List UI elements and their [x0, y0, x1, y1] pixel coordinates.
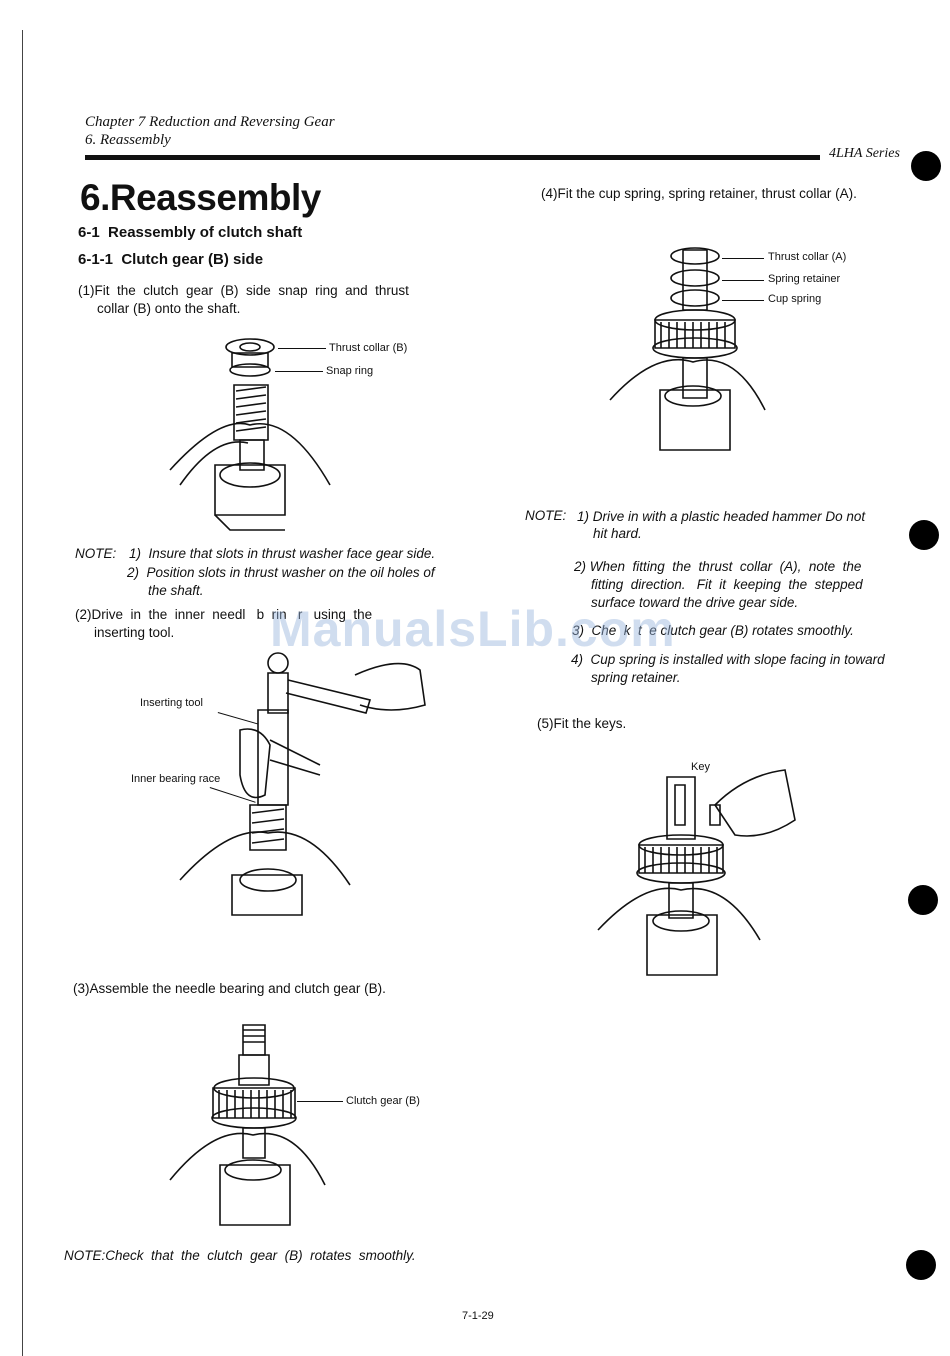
label-thrust-collar-b: Thrust collar (B) — [329, 342, 408, 354]
note-1-prefix: NOTE: — [75, 546, 117, 561]
label-clutch-gear-b: Clutch gear (B) — [346, 1095, 420, 1107]
leader-snap-ring — [275, 371, 323, 372]
page-number: 7-1-29 — [462, 1310, 494, 1322]
step-2-line1: (2)Drive in the inner needl b rin r usin… — [75, 607, 373, 622]
note-2-item2-line2: fitting direction. Fit it keeping the st… — [591, 577, 863, 592]
subsection-heading: 6-1-1 Clutch gear (B) side — [78, 251, 264, 268]
figure-clutch-gear-b — [165, 1020, 345, 1230]
left-margin-line — [22, 30, 23, 1356]
leader-thrust-collar-b — [278, 348, 326, 349]
binding-hole-4 — [906, 1250, 936, 1280]
note-2-item2-line1: 2) When fitting the thrust collar (A), n… — [574, 559, 862, 574]
note-2-prefix: NOTE: — [525, 508, 567, 523]
section-title: 6. Reassembly — [85, 132, 171, 148]
step-1-line1: (1)Fit the clutch gear (B) side snap rin… — [78, 283, 409, 298]
leader-clutch-gear-b — [297, 1101, 343, 1102]
page-title: 6.Reassembly — [80, 177, 321, 218]
figure-cup-spring — [605, 240, 775, 470]
chapter-title: Chapter 7 Reduction and Reversing Gear — [85, 114, 335, 130]
label-inserting-tool: Inserting tool — [140, 697, 203, 709]
step-3: (3)Assemble the needle bearing and clutc… — [73, 981, 386, 996]
label-cup-spring: Cup spring — [768, 293, 822, 305]
note-1-item1: 1) Insure that slots in thrust washer fa… — [129, 546, 436, 561]
label-thrust-collar-a: Thrust collar (A) — [768, 251, 847, 263]
figure-keys — [595, 765, 815, 980]
note-2-item4-line2: spring retainer. — [591, 670, 681, 685]
section-heading: 6-1 Reassembly of clutch shaft — [78, 224, 303, 241]
figure-inserting-tool — [170, 645, 440, 920]
leader-spring-retainer — [722, 280, 764, 281]
step-1-line2: collar (B) onto the shaft. — [97, 301, 241, 316]
note-2-item4-line1: 4) Cup spring is installed with slope fa… — [571, 652, 885, 667]
leader-cup-spring — [722, 300, 764, 301]
label-spring-retainer: Spring retainer — [768, 273, 841, 285]
binding-hole-1 — [911, 151, 941, 181]
binding-hole-2 — [909, 520, 939, 550]
series-label: 4LHA Series — [829, 146, 900, 161]
binding-hole-3 — [908, 885, 938, 915]
note-1-item2-line2: the shaft. — [148, 583, 204, 598]
note-bottom: NOTE:Check that the clutch gear (B) rota… — [64, 1248, 416, 1263]
figure-snap-ring — [160, 325, 350, 535]
label-key: Key — [691, 761, 710, 773]
step-2-line2: inserting tool. — [94, 625, 175, 640]
note-2-item1-line1: 1) Drive in with a plastic headed hammer… — [577, 509, 866, 524]
note-2-item3: 3) Che k t e clutch gear (B) rotates smo… — [572, 623, 854, 638]
step-4: (4)Fit the cup spring, spring retainer, … — [541, 186, 857, 201]
label-inner-bearing-race: Inner bearing race — [131, 773, 221, 785]
header-rule — [85, 155, 820, 160]
step-5: (5)Fit the keys. — [537, 716, 627, 731]
watermark: ManualsLib.com — [270, 601, 676, 657]
note-2-item1-line2: hit hard. — [593, 526, 642, 541]
note-1-item2-line1: 2) Position slots in thrust washer on th… — [127, 565, 435, 580]
label-snap-ring: Snap ring — [326, 365, 374, 377]
note-2-item2-line3: surface toward the drive gear side. — [591, 595, 799, 610]
leader-thrust-collar-a — [722, 258, 764, 259]
